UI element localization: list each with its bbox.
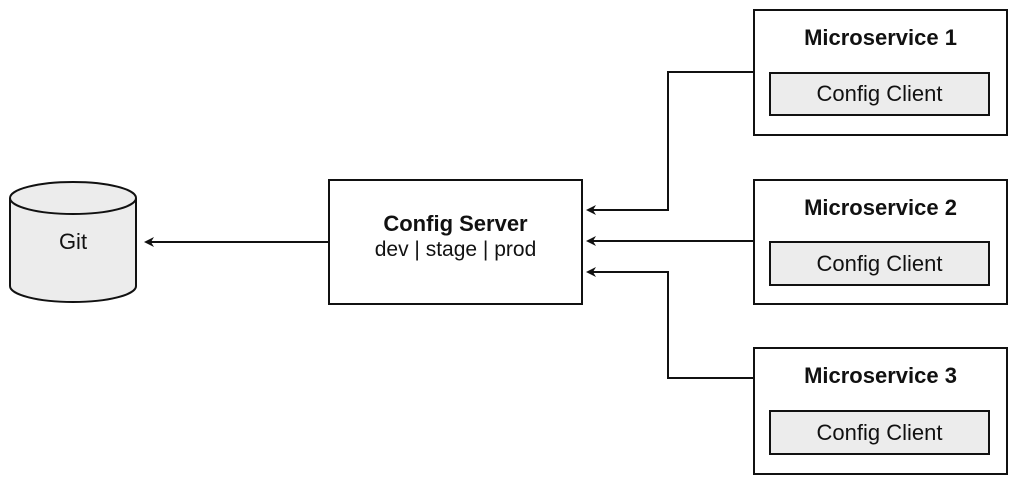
microservice-3-title: Microservice 3 xyxy=(804,363,957,388)
microservice-1-box: Microservice 1 Config Client xyxy=(753,9,1008,136)
microservice-1-title: Microservice 1 xyxy=(804,25,957,50)
microservice-3-box: Microservice 3 Config Client xyxy=(753,347,1008,475)
git-label: Git xyxy=(59,229,87,254)
ms3-to-server-arrow xyxy=(586,267,753,379)
microservice-3-config-client: Config Client xyxy=(769,410,990,455)
git-repository: Git xyxy=(9,181,137,303)
microservice-2-title: Microservice 2 xyxy=(804,195,957,220)
microservice-1-config-client: Config Client xyxy=(769,72,990,116)
microservice-2-box: Microservice 2 Config Client xyxy=(753,179,1008,305)
git-cylinder-top xyxy=(9,181,137,215)
config-server-environments: dev | stage | prod xyxy=(374,238,537,262)
ms1-to-server-arrow xyxy=(586,71,753,215)
config-server-text: Config Server dev | stage | prod xyxy=(330,211,581,263)
git-cylinder-body xyxy=(9,198,137,303)
config-server-box: Config Server dev | stage | prod xyxy=(328,179,583,305)
microservice-2-config-client: Config Client xyxy=(769,241,990,286)
config-server-title: Config Server xyxy=(383,211,528,236)
